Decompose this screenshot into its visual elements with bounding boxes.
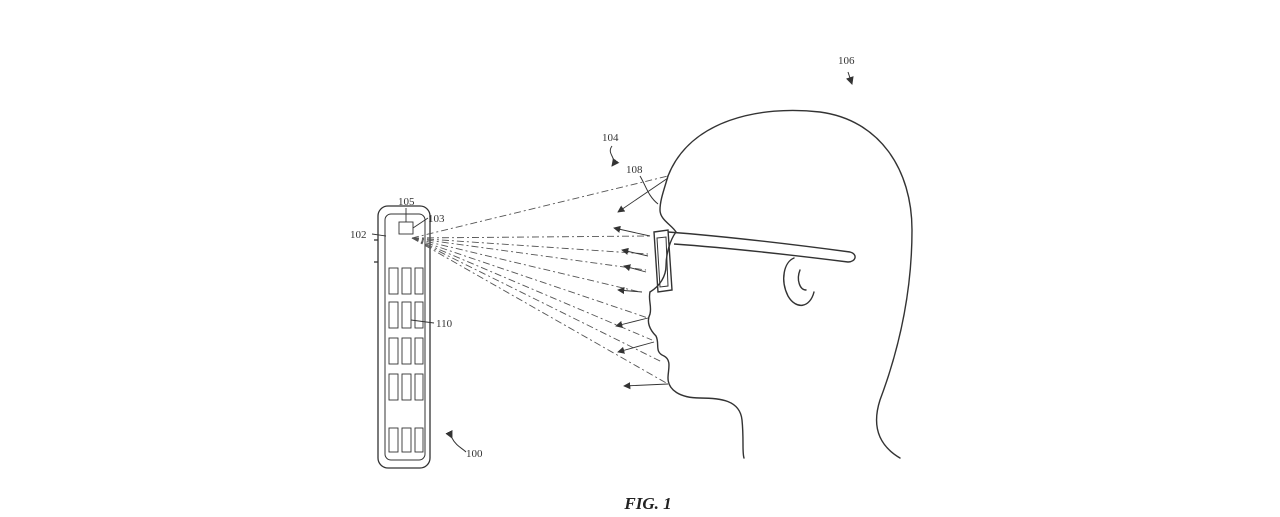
app-icon-grid (388, 267, 424, 453)
user-head (647, 109, 913, 459)
projection-rays (411, 175, 669, 385)
label-108: 108 (626, 164, 643, 176)
label-100: 100 (466, 448, 483, 460)
phone-device (374, 205, 431, 469)
eyeglasses (653, 229, 856, 293)
label-110: 110 (436, 318, 453, 330)
reflection-arrows (613, 177, 669, 390)
figure-caption: FIG. 1 (623, 494, 671, 513)
label-105: 105 (398, 196, 415, 208)
label-103: 103 (428, 213, 445, 225)
label-102: 102 (350, 229, 367, 241)
label-106: 106 (838, 55, 855, 67)
label-104: 104 (602, 132, 619, 144)
reference-labels: 106 104 108 105 103 102 110 100 (350, 55, 855, 460)
